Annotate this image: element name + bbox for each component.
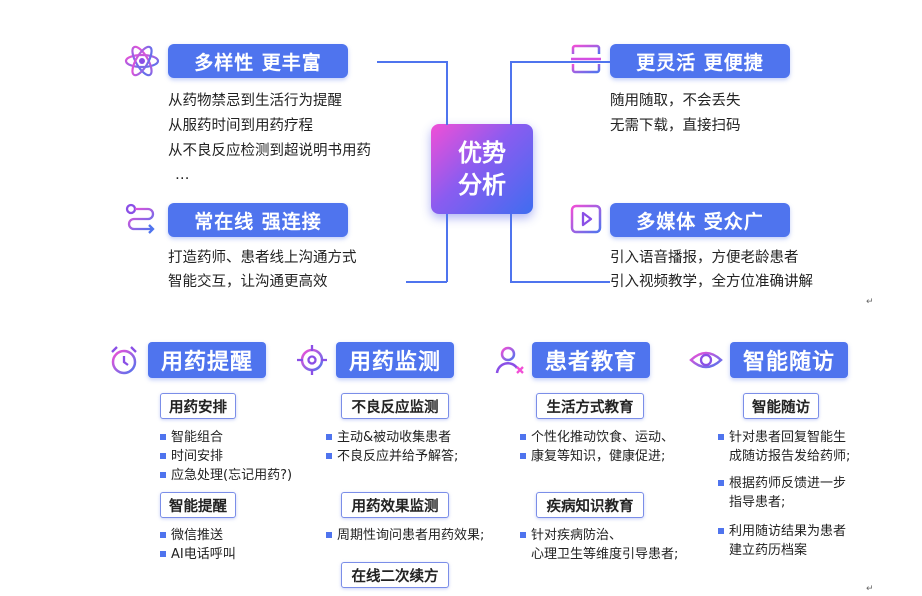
diversity-line: 从服药时间到用药疗程 <box>168 118 313 134</box>
play-icon <box>570 204 602 234</box>
monitor-sub2: 用药效果监测 <box>341 492 449 518</box>
eye-icon <box>689 351 723 369</box>
media-title: 多媒体 受众广 <box>610 203 790 237</box>
reminder-item: AI电话呼叫 <box>160 547 236 562</box>
paragraph-mark: ↵ <box>866 584 874 594</box>
media-line: 引入视频教学，全方位准确讲解 <box>610 274 813 290</box>
connector <box>510 61 610 63</box>
route-icon <box>125 203 155 234</box>
target-icon <box>297 345 327 375</box>
diversity-title: 多样性 更丰富 <box>168 44 348 78</box>
connector <box>510 281 610 283</box>
center-badge: 优势 分析 <box>431 124 533 214</box>
reminder-item: 应急处理(忘记用药?) <box>159 468 293 483</box>
user-icon <box>495 346 524 374</box>
reminder-title: 用药提醒 <box>148 342 266 378</box>
flexible-line: 无需下载，直接扫码 <box>610 118 741 134</box>
followup-item-cont: 建立药历档案 <box>729 543 808 558</box>
education-item: 康复等知识，健康促进; <box>519 449 666 464</box>
diversity-line: 从药物禁忌到生活行为提醒 <box>168 93 342 109</box>
monitor-item: 周期性询问患者用药效果; <box>325 528 485 543</box>
followup-item-cont: 指导患者; <box>729 495 786 510</box>
education-title: 患者教育 <box>532 342 650 378</box>
online-line: 智能交互，让沟通更高效 <box>168 274 328 290</box>
education-item: 个性化推动饮食、运动、 <box>519 430 675 445</box>
paragraph-mark: ↵ <box>866 297 874 307</box>
center-line2: 分析 <box>458 171 506 199</box>
followup-sub1: 智能随访 <box>743 393 819 419</box>
reminder-item: 智能组合 <box>159 430 224 445</box>
followup-item: 利用随访结果为患者 <box>717 524 847 539</box>
followup-title: 智能随访 <box>730 342 848 378</box>
media-line: 引入语音播报，方便老龄患者 <box>610 250 799 266</box>
followup-item: 根据药师反馈进一步 <box>717 476 847 491</box>
education-item-cont: 心理卫生等维度引导患者; <box>531 547 679 562</box>
connector <box>446 214 448 282</box>
reminder-item: 微信推送 <box>159 528 224 543</box>
online-title: 常在线 强连接 <box>168 203 348 237</box>
alarm-clock-icon <box>111 346 137 375</box>
flexible-line: 随用随取，不会丢失 <box>610 93 741 109</box>
monitor-sub1: 不良反应监测 <box>341 393 449 419</box>
flexible-title: 更灵活 更便捷 <box>610 44 790 78</box>
diversity-line: … <box>175 167 190 183</box>
followup-item-cont: 成随访报告发给药师; <box>729 449 851 464</box>
education-sub2: 疾病知识教育 <box>536 492 644 518</box>
monitor-title: 用药监测 <box>336 342 454 378</box>
connector <box>406 281 447 283</box>
reminder-item: 时间安排 <box>159 449 224 464</box>
connector <box>446 61 448 125</box>
education-sub1: 生活方式教育 <box>536 393 644 419</box>
atom-icon <box>124 45 160 77</box>
connector <box>510 214 512 282</box>
followup-item: 针对患者回复智能生 <box>717 430 847 445</box>
online-line: 打造药师、患者线上沟通方式 <box>168 250 357 266</box>
connector <box>510 61 512 125</box>
center-line1: 优势 <box>458 139 506 167</box>
diversity-line: 从不良反应检测到超说明书用药 <box>168 143 371 159</box>
reminder-sub2: 智能提醒 <box>160 492 236 518</box>
scan-icon <box>571 44 601 74</box>
connector <box>377 61 447 63</box>
reminder-sub1: 用药安排 <box>160 393 236 419</box>
monitor-item: 不良反应并给予解答; <box>325 449 459 464</box>
monitor-sub3: 在线二次续方 <box>341 562 449 588</box>
education-item: 针对疾病防治、 <box>519 528 623 543</box>
monitor-item: 主动&被动收集患者 <box>325 430 452 445</box>
